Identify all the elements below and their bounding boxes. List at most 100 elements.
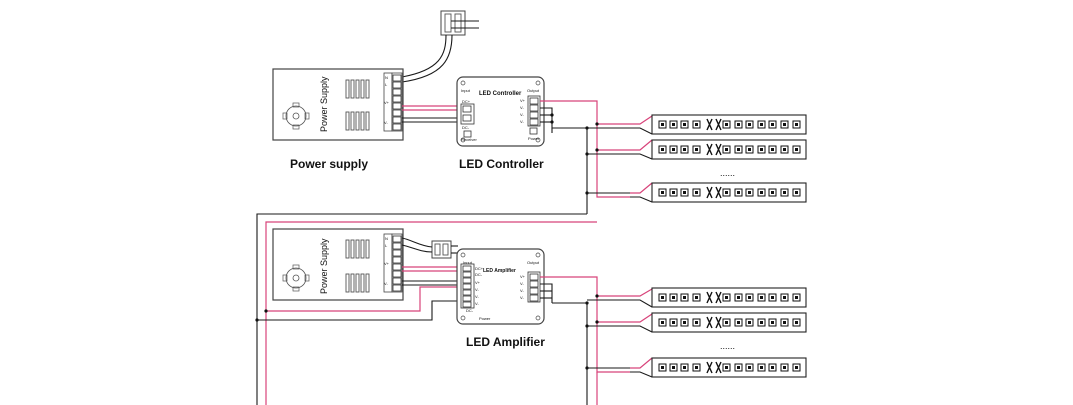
cut-mark xyxy=(706,316,713,329)
cut-mark xyxy=(706,186,713,199)
amplifier-out-port-4: V- xyxy=(520,295,524,300)
amplifier-out-port-2: V- xyxy=(520,281,524,286)
led-controller: LED Controller Input Output DC+ DC- Rece… xyxy=(456,76,545,147)
amplifier-in-port-5: V- xyxy=(475,294,479,299)
psu-side-label-2: Power Supply xyxy=(319,238,329,294)
led-chip-core xyxy=(760,366,763,369)
led-chip-core xyxy=(725,321,728,324)
led-chip-core xyxy=(748,296,751,299)
psu2-terminal-vminus: V- xyxy=(384,281,388,286)
led-chip-core xyxy=(695,321,698,324)
psu2-terminal-n: N xyxy=(385,236,388,241)
power-supply-caption: Power supply xyxy=(290,157,368,171)
psu-terminal-n: N xyxy=(385,75,388,80)
led-chip-core xyxy=(771,123,774,126)
led-chip-core xyxy=(661,296,664,299)
psu-vents xyxy=(345,79,370,131)
led-chip-core xyxy=(748,191,751,194)
led-chip-core xyxy=(795,296,798,299)
led-chip-core xyxy=(661,366,664,369)
amplifier-in-port-6: V- xyxy=(475,301,479,306)
led-chip-core xyxy=(661,123,664,126)
led-chip-core xyxy=(748,148,751,151)
led-chip-core xyxy=(683,321,686,324)
led-chip-core xyxy=(737,321,740,324)
cut-mark xyxy=(715,316,722,329)
led-chip-core xyxy=(760,123,763,126)
cut-mark xyxy=(706,291,713,304)
led-chip-core xyxy=(737,123,740,126)
amplifier-caption: LED Amplifier xyxy=(466,335,545,349)
psu2-terminal-vplus: V+ xyxy=(384,261,390,266)
led-chip-core xyxy=(683,148,686,151)
led-chip-core xyxy=(725,296,728,299)
led-chip-core xyxy=(783,321,786,324)
led-chip-core xyxy=(771,148,774,151)
psu-terminal-vplus: V+ xyxy=(384,100,390,105)
controller-output-label: Output xyxy=(527,88,540,93)
led-chip-core xyxy=(661,191,664,194)
led-chip-core xyxy=(695,191,698,194)
cut-mark xyxy=(706,143,713,156)
led-chip-core xyxy=(783,366,786,369)
controller-receiver-label: Receiver xyxy=(461,137,477,142)
led-chip-core xyxy=(783,296,786,299)
led-chip-core xyxy=(672,191,675,194)
cut-mark xyxy=(715,118,722,131)
amplifier-out-port-3: V- xyxy=(520,288,524,293)
led-chip-core xyxy=(695,123,698,126)
led-chip-core xyxy=(661,321,664,324)
led-chip-core xyxy=(795,191,798,194)
led-chips xyxy=(658,118,801,374)
led-chip-core xyxy=(672,321,675,324)
psu-side-label: Power Supply xyxy=(319,76,329,132)
led-chip-core xyxy=(795,366,798,369)
led-chip-core xyxy=(672,366,675,369)
led-chip-core xyxy=(783,123,786,126)
led-chip-core xyxy=(672,123,675,126)
controller-title: LED Controller xyxy=(479,91,522,97)
cut-mark xyxy=(715,291,722,304)
led-chip-core xyxy=(737,296,740,299)
led-chip-core xyxy=(771,191,774,194)
psu2-terminal-l: L xyxy=(385,243,388,248)
led-chip-core xyxy=(760,191,763,194)
led-chip-core xyxy=(695,296,698,299)
power-supply-1: Power Supply N L V+ V- xyxy=(272,68,404,141)
controller-dc-label: DC+ xyxy=(462,99,471,104)
amplifier-in-port-7: DC- xyxy=(466,308,474,313)
led-chip-core xyxy=(771,366,774,369)
cut-mark xyxy=(715,143,722,156)
led-chip-core xyxy=(760,321,763,324)
led-chip-core xyxy=(748,123,751,126)
controller-port-4: V- xyxy=(520,119,524,124)
amplifier-output-label: Output xyxy=(527,260,540,265)
controller-port-2: V- xyxy=(520,105,524,110)
amplifier-in-port-4: V- xyxy=(475,287,479,292)
controller-dc-minus-label: DC- xyxy=(462,125,470,130)
cut-mark xyxy=(706,118,713,131)
led-chip-core xyxy=(795,123,798,126)
led-chip-core xyxy=(760,296,763,299)
top-strip-ellipsis: ...... xyxy=(720,168,735,178)
led-chip-core xyxy=(760,148,763,151)
led-chip-core xyxy=(683,296,686,299)
led-chip-core xyxy=(795,148,798,151)
amplifier-in-port-1: DC+ xyxy=(475,266,484,271)
led-chip-core xyxy=(783,148,786,151)
amplifier-in-port-2: DC- xyxy=(475,272,483,277)
controller-input-label: Input xyxy=(461,88,471,93)
led-chip-core xyxy=(695,366,698,369)
led-chip-core xyxy=(695,148,698,151)
led-chip-core xyxy=(725,366,728,369)
led-chip-core xyxy=(661,148,664,151)
led-chip-core xyxy=(748,321,751,324)
led-chip-core xyxy=(683,191,686,194)
led-chip-core xyxy=(737,148,740,151)
bottom-strip-ellipsis: ...... xyxy=(720,341,735,351)
amplifier-title: LED Amplifier xyxy=(483,268,516,274)
psu-terminals xyxy=(392,74,402,131)
led-chip-core xyxy=(725,123,728,126)
controller-power-label: Power xyxy=(528,136,540,141)
